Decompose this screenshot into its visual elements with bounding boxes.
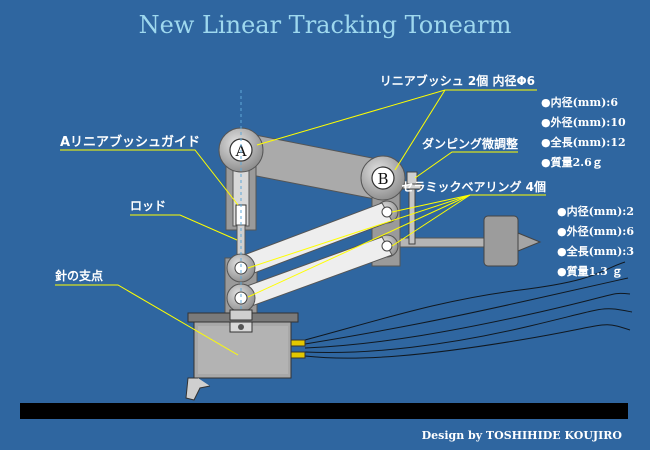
signal-wires — [304, 261, 633, 359]
label-ceramic: セラミックベアリング 4個 — [401, 179, 546, 194]
label-linear-bush: リニアブッシュ 2個 内径Φ6 — [380, 73, 535, 88]
leader-lines — [55, 89, 546, 356]
record-platter — [20, 403, 628, 419]
cartridge — [185, 309, 306, 401]
linear-bush-spec-item: ●全長(mm):12 — [541, 135, 626, 149]
linear-bush-spec-item: ●内径(mm):6 — [541, 95, 618, 109]
credit-text: Design by TOSHIHIDE KOUJIRO — [422, 429, 623, 442]
point-b-label: B — [377, 170, 388, 188]
label-rod: ロッド — [130, 199, 166, 213]
bushing-b-bore — [371, 166, 395, 190]
label-a-guide: Aリニアブッシュガイド — [60, 134, 200, 150]
counterweight-assembly — [399, 215, 542, 267]
linear-bush-specs: ●内径(mm):6 ●外径(mm):10 ●全長(mm):12 ●質量2.6ｇ — [541, 95, 626, 170]
ceramic-spec-item: ●全長(mm):3 — [557, 244, 634, 258]
ceramic-spec-item: ●内径(mm):2 — [557, 204, 634, 218]
page-title: New Linear Tracking Tonearm — [139, 11, 512, 39]
label-damping: ダンピング微調整 — [422, 136, 518, 151]
linear-bush-spec-item: ●質量2.6ｇ — [541, 155, 603, 170]
label-pivot: 針の支点 — [55, 268, 103, 283]
ceramic-specs: ●内径(mm):2 ●外径(mm):6 ●全長(mm):3 ●質量1.3 ｇ — [557, 204, 634, 279]
linear-bush-spec-item: ●外径(mm):10 — [541, 115, 626, 129]
ceramic-spec-item: ●質量1.3 ｇ — [557, 264, 623, 279]
ceramic-spec-item: ●外径(mm):6 — [557, 224, 634, 238]
